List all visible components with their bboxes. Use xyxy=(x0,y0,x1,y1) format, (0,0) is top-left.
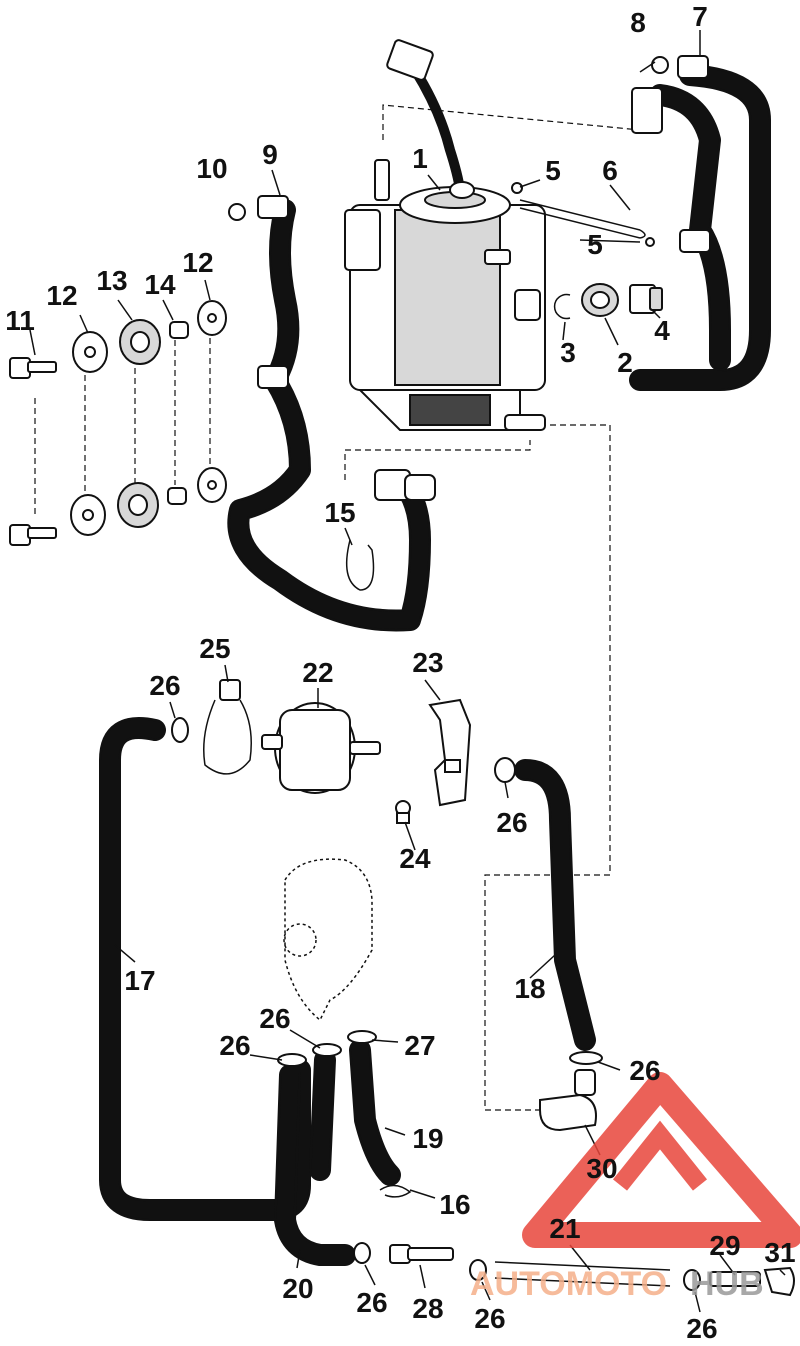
callout-5b: 5 xyxy=(587,229,603,260)
leader-lines xyxy=(29,30,786,1313)
watermark-logo-inner xyxy=(612,1120,708,1191)
watermark-text-automoto: AUTOMOTO xyxy=(470,1265,667,1303)
callout-24: 24 xyxy=(399,843,431,874)
automotohub-watermark: AUTOMOTO HUB xyxy=(470,1072,800,1303)
fuel-filter xyxy=(203,679,472,824)
callout-26f: 26 xyxy=(356,1287,387,1318)
callout-27: 27 xyxy=(404,1030,435,1061)
callout-18: 18 xyxy=(514,973,545,1004)
callout-8: 8 xyxy=(630,7,646,38)
callout-25: 25 xyxy=(199,633,230,664)
callout-20: 20 xyxy=(282,1273,313,1304)
callout-17: 17 xyxy=(124,965,155,996)
callout-26h: 26 xyxy=(686,1313,717,1344)
hose-20 xyxy=(274,1030,412,1266)
vapor-separator-tank xyxy=(344,159,546,431)
hose-18 xyxy=(494,757,603,1132)
callout-13: 13 xyxy=(96,265,127,296)
watermark-logo-triangle xyxy=(522,1072,800,1248)
callout-21: 21 xyxy=(549,1213,580,1244)
callout-9: 9 xyxy=(262,139,278,170)
hose-17 xyxy=(99,717,311,1221)
fuel-pump-outline xyxy=(283,858,373,1022)
callout-1: 1 xyxy=(412,143,428,174)
callout-11: 11 xyxy=(5,305,35,336)
callout-22: 22 xyxy=(302,657,333,688)
callout-19: 19 xyxy=(412,1123,443,1154)
callout-12b: 12 xyxy=(182,247,213,278)
callout-3: 3 xyxy=(560,337,576,368)
tank-small-parts xyxy=(511,182,663,320)
callout-26b: 26 xyxy=(496,807,527,838)
callout-12a: 12 xyxy=(46,280,77,311)
callout-6: 6 xyxy=(602,155,618,186)
callout-26g: 26 xyxy=(474,1303,505,1334)
callout-10: 10 xyxy=(196,153,227,184)
reference-lines xyxy=(344,104,641,1111)
callout-14: 14 xyxy=(144,269,176,300)
callout-5a: 5 xyxy=(545,155,561,186)
hose-7 xyxy=(629,55,771,391)
callout-15: 15 xyxy=(324,497,355,528)
callout-labels: 1 2 3 4 5 5 6 7 8 9 10 11 12 12 13 14 15… xyxy=(5,1,795,1344)
callout-26c: 26 xyxy=(259,1003,290,1034)
callout-2: 2 xyxy=(617,347,633,378)
callout-29: 29 xyxy=(709,1230,740,1261)
callout-7: 7 xyxy=(692,1,708,32)
callout-26a: 26 xyxy=(149,670,180,701)
callout-26d: 26 xyxy=(219,1030,250,1061)
hose-9 xyxy=(227,195,436,632)
callout-26e: 26 xyxy=(629,1055,660,1086)
bottom-fuel-line xyxy=(353,1242,795,1297)
callout-16: 16 xyxy=(439,1189,470,1220)
bolt-set xyxy=(9,300,227,546)
callout-31: 31 xyxy=(764,1237,795,1268)
watermark-text-hub: HUB xyxy=(690,1265,764,1303)
wire-harness xyxy=(386,39,475,199)
callout-23: 23 xyxy=(412,647,443,678)
callout-30: 30 xyxy=(586,1153,617,1184)
callout-28: 28 xyxy=(412,1293,443,1324)
callout-4: 4 xyxy=(654,315,670,346)
